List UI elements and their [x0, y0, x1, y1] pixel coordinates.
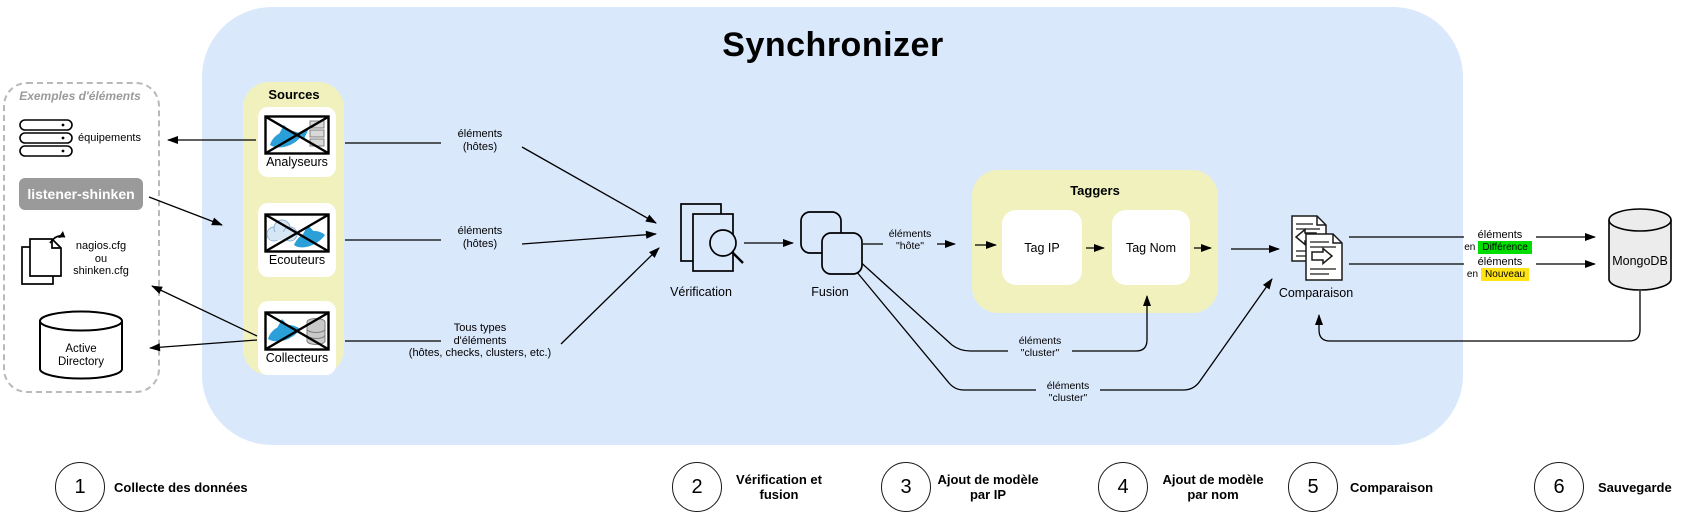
- tagger-card-tag-nom: Tag Nom: [1112, 210, 1190, 285]
- listener-shinken-badge: listener-shinken: [19, 178, 143, 210]
- difference-badge: Différence: [1478, 241, 1532, 254]
- equipements-label: équipements: [78, 132, 141, 144]
- step-circle-4: 4: [1098, 462, 1148, 512]
- edge-label-collecteurs: Tous types d'éléments (hôtes, checks, cl…: [408, 322, 552, 359]
- active-directory-label: Active Directory: [57, 343, 104, 368]
- step-label-3: Ajout de modèle par IP: [937, 472, 1039, 502]
- fusion-label: Fusion: [811, 285, 849, 299]
- tag-nom-label: Tag Nom: [1125, 240, 1177, 255]
- broken-image-icon: [264, 213, 330, 253]
- source-label: Analyseurs: [266, 155, 328, 169]
- step-number: 1: [74, 475, 86, 498]
- mongodb-cylinder: [1608, 208, 1672, 291]
- difference-row: en Différence: [1452, 241, 1544, 254]
- step-number: 6: [1553, 475, 1565, 498]
- sources-title: Sources: [268, 87, 320, 102]
- edge-label-cluster-a: éléments "cluster": [1008, 335, 1072, 359]
- step-circle-3: 3: [881, 462, 931, 512]
- source-card-collecteurs: Collecteurs: [258, 301, 336, 375]
- step-circle-1: 1: [55, 462, 105, 512]
- step-label-5: Comparaison: [1350, 480, 1434, 495]
- step-label-6: Sauvegarde: [1598, 480, 1672, 495]
- mongodb-label: MongoDB: [1612, 254, 1668, 268]
- difference-prefix-label: éléments: [1464, 229, 1536, 242]
- nouveau-badge: Nouveau: [1481, 268, 1530, 281]
- source-card-analyseurs: Analyseurs: [258, 107, 336, 177]
- step-label-2: Vérification et fusion: [736, 472, 822, 502]
- broken-image-icon: [264, 115, 330, 155]
- taggers-title: Taggers: [1070, 183, 1120, 198]
- comparison-label: Comparaison: [1278, 286, 1354, 300]
- broken-image-icon: [264, 311, 330, 351]
- source-label: Collecteurs: [265, 351, 329, 365]
- diagram-title: Synchronizer: [722, 26, 944, 64]
- edge-label-hote: éléments "hôte": [883, 228, 937, 252]
- step-label-4: Ajout de modèle par nom: [1162, 472, 1264, 502]
- step-number: 3: [900, 475, 912, 498]
- tagger-card-tag-ip: Tag IP: [1002, 210, 1082, 285]
- verification-label: Vérification: [670, 285, 732, 299]
- source-label: Ecouteurs: [268, 253, 326, 267]
- step-circle-6: 6: [1534, 462, 1584, 512]
- tag-ip-label: Tag IP: [1024, 240, 1060, 255]
- config-files-label: nagios.cfg ou shinken.cfg: [73, 240, 129, 277]
- edge-label-analyseurs: éléments (hôtes): [457, 128, 503, 153]
- source-card-ecouteurs: Ecouteurs: [258, 203, 336, 277]
- examples-panel-title: Exemples d'éléments: [19, 89, 141, 103]
- step-circle-5: 5: [1288, 462, 1338, 512]
- step-label-1: Collecte des données: [114, 480, 248, 495]
- step-number: 2: [691, 475, 703, 498]
- step-number: 4: [1117, 475, 1129, 498]
- step-number: 5: [1307, 475, 1319, 498]
- synchronizer-container: [202, 7, 1463, 445]
- edge-label-ecouteurs: éléments (hôtes): [457, 225, 503, 250]
- nouveau-prefix-label: éléments: [1464, 256, 1536, 269]
- listener-shinken-label: listener-shinken: [27, 186, 135, 202]
- edge-label-cluster-b: éléments "cluster": [1036, 380, 1100, 404]
- difference-en: en: [1464, 242, 1476, 253]
- nouveau-en: en: [1466, 269, 1479, 280]
- step-circle-2: 2: [672, 462, 722, 512]
- nouveau-row: en Nouveau: [1452, 268, 1544, 281]
